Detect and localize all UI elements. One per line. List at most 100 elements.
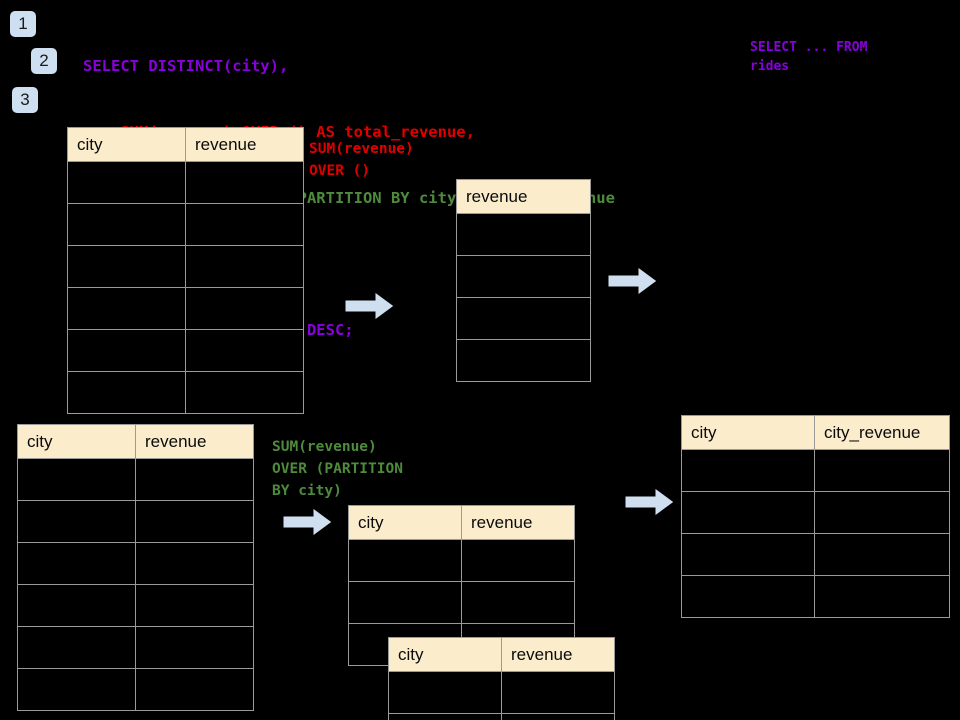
cell-city <box>681 533 815 576</box>
rides-source-table-top: city revenue <box>67 127 304 414</box>
partition-group-table-front: city revenue <box>388 637 615 720</box>
cell-revenue <box>456 213 591 256</box>
cell-city <box>67 371 186 414</box>
table-row <box>388 671 615 714</box>
table-row <box>67 329 304 372</box>
sql-line-1: SELECT DISTINCT(city), <box>83 57 289 75</box>
cell-city <box>17 626 136 669</box>
cell-city <box>681 491 815 534</box>
table-row <box>348 581 575 624</box>
table-row <box>17 542 254 585</box>
column-header-revenue: revenue <box>501 637 615 672</box>
cell-revenue <box>135 626 254 669</box>
table-row <box>17 500 254 543</box>
column-header-revenue: revenue <box>461 505 575 540</box>
table-row <box>17 668 254 711</box>
cell-revenue <box>185 371 304 414</box>
cell-revenue <box>135 668 254 711</box>
column-header-city: city <box>681 415 815 450</box>
cell-revenue <box>135 584 254 627</box>
cell-revenue <box>461 539 575 582</box>
cell-city <box>17 542 136 585</box>
arrow-total-revenue-to-result <box>608 266 658 296</box>
step-badge-3: 3 <box>12 87 38 113</box>
select-from-rides-note: SELECT ... FROM rides <box>750 40 868 74</box>
arrow-rides-to-total-revenue <box>345 291 395 321</box>
cell-revenue <box>185 161 304 204</box>
total-revenue-annotation: SUM(revenue) OVER () <box>309 141 414 179</box>
rides-source-table-bottom: city revenue <box>17 424 254 711</box>
column-header-city: city <box>67 127 186 162</box>
column-header-revenue: revenue <box>135 424 254 459</box>
cell-city-revenue <box>814 449 950 492</box>
table-row <box>681 533 950 576</box>
column-header-city: city <box>388 637 502 672</box>
cell-city <box>67 287 186 330</box>
cell-city-revenue <box>814 575 950 618</box>
cell-city <box>17 584 136 627</box>
table-row <box>17 584 254 627</box>
cell-city <box>388 671 502 714</box>
column-header-revenue: revenue <box>456 179 591 214</box>
cell-city <box>348 539 462 582</box>
step-badge-2: 2 <box>31 48 57 74</box>
table-header-row: revenue <box>456 179 591 214</box>
cell-revenue <box>461 581 575 624</box>
arrow-partition-to-result <box>625 487 675 517</box>
table-row <box>67 371 304 414</box>
table-row <box>67 245 304 288</box>
arrow-rides-to-partition <box>283 507 333 537</box>
table-row <box>456 255 591 298</box>
table-header-row: city revenue <box>17 424 254 459</box>
partition-group-table-back: city revenue <box>348 505 575 666</box>
table-row <box>456 213 591 256</box>
cell-city-revenue <box>814 533 950 576</box>
cell-revenue <box>456 339 591 382</box>
cell-revenue <box>135 500 254 543</box>
cell-city <box>67 161 186 204</box>
cell-city <box>67 245 186 288</box>
cell-revenue <box>501 713 615 720</box>
cell-city <box>681 449 815 492</box>
cell-revenue <box>185 203 304 246</box>
cell-city <box>681 575 815 618</box>
column-header-city-revenue: city_revenue <box>814 415 950 450</box>
cell-city <box>17 500 136 543</box>
table-row <box>681 575 950 618</box>
cell-revenue <box>185 287 304 330</box>
column-header-city: city <box>17 424 136 459</box>
step-badge-1: 1 <box>10 11 36 37</box>
table-row <box>681 491 950 534</box>
column-header-revenue: revenue <box>185 127 304 162</box>
cell-city <box>388 713 502 720</box>
total-revenue-table: revenue <box>456 179 591 382</box>
cell-city <box>17 458 136 501</box>
table-row <box>17 458 254 501</box>
table-row <box>67 287 304 330</box>
table-row <box>67 203 304 246</box>
cell-revenue <box>456 297 591 340</box>
cell-revenue <box>456 255 591 298</box>
table-row <box>681 449 950 492</box>
cell-revenue <box>185 245 304 288</box>
partition-annotation: SUM(revenue) OVER (PARTITION BY city) <box>272 439 403 499</box>
table-row <box>388 713 615 720</box>
cell-city <box>67 203 186 246</box>
cell-city <box>67 329 186 372</box>
table-row <box>456 339 591 382</box>
cell-city <box>17 668 136 711</box>
table-header-row: city revenue <box>348 505 575 540</box>
table-row <box>67 161 304 204</box>
table-row <box>348 539 575 582</box>
cell-revenue <box>185 329 304 372</box>
final-result-table: city city_revenue <box>681 415 950 618</box>
cell-revenue <box>135 542 254 585</box>
column-header-city: city <box>348 505 462 540</box>
cell-revenue <box>501 671 615 714</box>
table-header-row: city revenue <box>388 637 615 672</box>
table-row <box>17 626 254 669</box>
table-header-row: city city_revenue <box>681 415 950 450</box>
cell-city <box>348 581 462 624</box>
table-header-row: city revenue <box>67 127 304 162</box>
